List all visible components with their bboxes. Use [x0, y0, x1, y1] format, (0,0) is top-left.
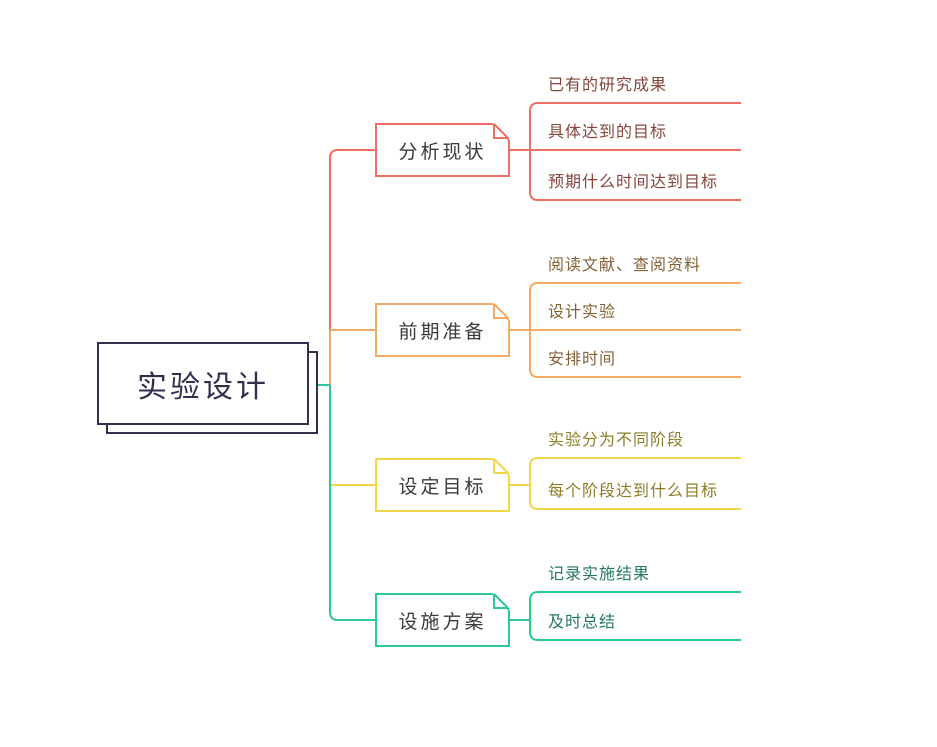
center-node-label: 实验设计 [137, 370, 269, 404]
branch-node-analyze[interactable]: 分析现状 [375, 123, 510, 177]
leaf-note[interactable]: 具体达到的目标 [548, 124, 668, 141]
branch-node-label: 设定目标 [398, 476, 487, 498]
edge-branch-plan [312, 384, 741, 641]
folded-corner-icon [493, 303, 510, 320]
edge-branch-goal [330, 457, 741, 510]
folded-corner-icon [493, 593, 510, 610]
leaf-note[interactable]: 安排时间 [548, 351, 617, 368]
branch-node-prepare[interactable]: 前期准备 [375, 303, 510, 357]
branch-node-label: 前期准备 [398, 321, 487, 343]
leaf-note[interactable]: 每个阶段达到什么目标 [548, 483, 719, 500]
leaf-note[interactable]: 实验分为不同阶段 [548, 432, 685, 449]
edge-branch-analyze [329, 102, 741, 330]
leaf-note[interactable]: 阅读文献、查阅资料 [548, 257, 702, 274]
branch-node-label: 分析现状 [398, 141, 487, 163]
leaf-note[interactable]: 预期什么时间达到目标 [548, 174, 719, 191]
edge-branch-prepare [329, 282, 741, 385]
leaf-note[interactable]: 及时总结 [548, 614, 617, 631]
branch-node-label: 设施方案 [398, 611, 487, 633]
folded-corner-icon [493, 458, 510, 475]
branch-node-goal[interactable]: 设定目标 [375, 458, 510, 512]
branch-node-plan[interactable]: 设施方案 [375, 593, 510, 647]
folded-corner-icon [493, 123, 510, 140]
leaf-note[interactable]: 设计实验 [548, 304, 617, 321]
leaf-note[interactable]: 已有的研究成果 [548, 77, 668, 94]
leaf-note[interactable]: 记录实施结果 [548, 566, 651, 583]
center-node[interactable]: 实验设计 [97, 342, 309, 425]
